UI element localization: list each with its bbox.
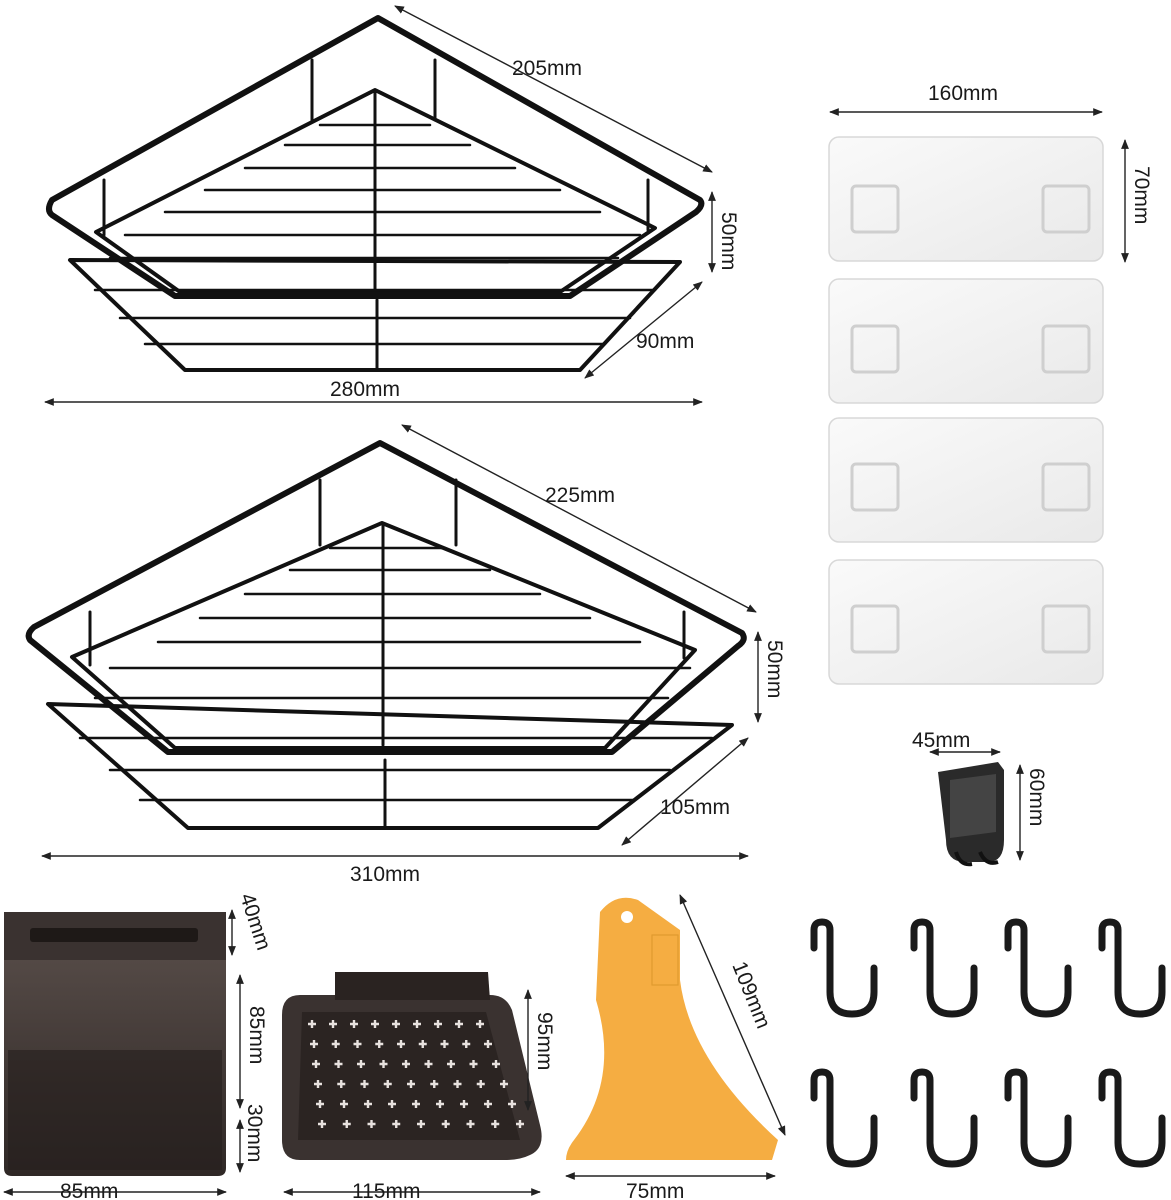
- scraper-width-label: 75mm: [626, 1180, 684, 1200]
- large-corner-rack: [25, 440, 747, 830]
- drain-hole: [312, 1060, 320, 1068]
- cup-top-label: 40mm: [235, 890, 275, 953]
- large-rack-height-label: 50mm: [763, 640, 786, 698]
- s-hook: [810, 1068, 878, 1168]
- s-hooks-group: [810, 918, 1166, 1168]
- pad-height-label: 70mm: [1130, 166, 1153, 224]
- drain-hole: [360, 1080, 369, 1088]
- drain-hole: [484, 1040, 492, 1048]
- cup-width-label: 85mm: [60, 1180, 118, 1200]
- s-hook: [910, 1068, 978, 1168]
- adhesive-pad: [828, 417, 1104, 543]
- drain-hole: [462, 1040, 471, 1048]
- drain-hole: [413, 1020, 421, 1028]
- s-hook: [910, 918, 978, 1018]
- drain-hole: [334, 1060, 343, 1068]
- drain-hole: [367, 1120, 376, 1128]
- drain-hole: [342, 1120, 351, 1128]
- squeegee-scraper: [566, 897, 778, 1160]
- small-rack-side-label: 205mm: [512, 57, 582, 80]
- drain-hole: [314, 1080, 322, 1088]
- drain-hole: [371, 1020, 379, 1028]
- drain-hole: [447, 1060, 455, 1068]
- drain-hole: [388, 1100, 396, 1108]
- drain-hole: [455, 1020, 463, 1028]
- toothbrush-cup: [4, 912, 226, 1176]
- s-hook: [1004, 1068, 1072, 1168]
- drain-hole: [500, 1080, 508, 1088]
- drain-hole: [466, 1120, 475, 1128]
- drain-hole: [331, 1040, 340, 1048]
- clip-height-label: 60mm: [1025, 768, 1048, 826]
- small-rack-width-label: 280mm: [330, 378, 400, 401]
- adhesive-pad: [828, 278, 1104, 404]
- drain-hole: [329, 1020, 337, 1028]
- drain-hole: [310, 1040, 318, 1048]
- drain-hole: [434, 1020, 442, 1028]
- drain-hole: [424, 1060, 433, 1068]
- drain-hole: [491, 1120, 500, 1128]
- dish-height-label: 95mm: [533, 1012, 556, 1070]
- large-rack-depth-label: 105mm: [660, 796, 730, 819]
- drain-hole: [379, 1060, 388, 1068]
- drain-hole: [476, 1080, 485, 1088]
- drain-hole: [350, 1020, 358, 1028]
- drain-hole: [440, 1040, 449, 1048]
- drain-hole: [476, 1020, 484, 1028]
- drain-hole: [430, 1080, 439, 1088]
- large-rack-side-label: 225mm: [545, 484, 615, 507]
- s-hook: [1098, 918, 1166, 1018]
- drain-hole: [407, 1080, 415, 1088]
- large-rack-width-label: 310mm: [350, 863, 420, 886]
- drain-hole: [308, 1020, 316, 1028]
- hanger-clip: [938, 762, 1004, 867]
- s-hook: [810, 918, 878, 1018]
- soap-dish-drain-holes: [308, 1020, 524, 1128]
- pad-width-label: 160mm: [928, 82, 998, 105]
- drain-hole: [484, 1100, 492, 1108]
- drain-hole: [453, 1080, 462, 1088]
- s-hook: [1098, 1068, 1166, 1168]
- drain-hole: [460, 1100, 468, 1108]
- drain-hole: [357, 1060, 365, 1068]
- drain-hole: [397, 1040, 405, 1048]
- cup-base-label: 30mm: [243, 1104, 266, 1162]
- dish-width-label: 115mm: [352, 1180, 420, 1200]
- drain-hole: [469, 1060, 478, 1068]
- cup-height-label: 85mm: [245, 1006, 268, 1064]
- drain-hole: [516, 1120, 524, 1128]
- adhesive-pad: [828, 136, 1104, 262]
- small-rack-depth-label: 90mm: [636, 330, 694, 353]
- clip-width-label: 45mm: [912, 729, 970, 752]
- drain-hole: [375, 1040, 384, 1048]
- drain-hole: [392, 1120, 401, 1128]
- drain-hole: [316, 1100, 324, 1108]
- soap-dish: [282, 972, 542, 1160]
- drain-hole: [340, 1100, 348, 1108]
- drain-hole: [441, 1120, 450, 1128]
- drain-hole: [436, 1100, 444, 1108]
- drain-hole: [353, 1040, 362, 1048]
- drain-hole: [402, 1060, 410, 1068]
- drain-hole: [412, 1100, 420, 1108]
- drain-hole: [508, 1100, 516, 1108]
- drain-hole: [364, 1100, 372, 1108]
- drain-hole: [392, 1020, 400, 1028]
- small-rack-height-label: 50mm: [717, 212, 740, 270]
- drain-hole: [337, 1080, 346, 1088]
- s-hook: [1004, 918, 1072, 1018]
- drain-hole: [383, 1080, 392, 1088]
- drain-hole: [418, 1040, 427, 1048]
- drain-hole: [318, 1120, 326, 1128]
- drain-hole: [492, 1060, 500, 1068]
- drain-hole: [417, 1120, 425, 1128]
- small-corner-rack: [46, 15, 705, 372]
- adhesive-pad: [828, 559, 1104, 685]
